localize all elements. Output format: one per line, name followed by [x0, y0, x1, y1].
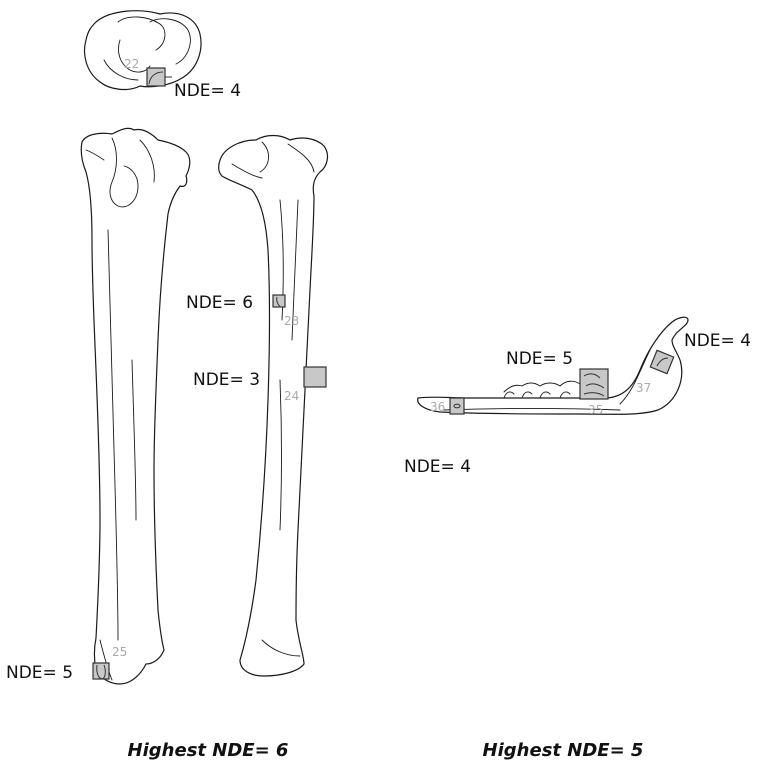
astragalus-nde-label: NDE= 4 — [174, 81, 241, 101]
tibia-lower-nde-label: NDE= 3 — [193, 370, 260, 390]
left-group-highest-nde: Highest NDE= 6 — [128, 740, 289, 761]
tibia-bone — [219, 136, 328, 677]
astragalus-bone — [85, 11, 201, 90]
mandible-molar-nde-label: NDE= 5 — [506, 349, 573, 369]
astragalus-site-number: 22 — [124, 57, 139, 71]
mandible-ramus-nde-label: NDE= 4 — [684, 331, 751, 351]
metatarsal-distal-site — [93, 663, 109, 679]
right-group-highest-nde: Highest NDE= 5 — [483, 740, 644, 761]
tibia-mid-nde-label: NDE= 6 — [186, 293, 253, 313]
metatarsal-bone — [81, 128, 190, 684]
metatarsal-site-number: 25 — [112, 645, 127, 659]
tibia-mid-site-number: 23 — [284, 314, 299, 328]
metatarsal-nde-label: NDE= 5 — [6, 663, 73, 683]
mandible-molar-site-number: 35 — [588, 403, 603, 417]
tibia-lower-site — [304, 367, 326, 387]
tibia-mid-site — [273, 295, 285, 307]
mandible-front-site — [450, 398, 464, 414]
mandible-front-nde-label: NDE= 4 — [404, 457, 471, 477]
tibia-lower-site-number: 24 — [284, 389, 299, 403]
mandible-front-site-number: 36 — [430, 400, 445, 414]
mandible-ramus-site-number: 37 — [636, 381, 651, 395]
mandible-molar-site — [580, 369, 608, 399]
